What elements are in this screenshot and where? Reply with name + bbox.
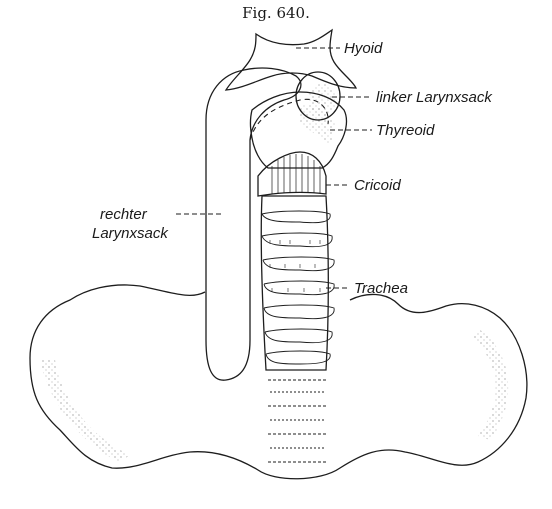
sac-base-stipple-right xyxy=(470,330,508,440)
rechter-larynxsack xyxy=(206,68,301,380)
trachea-rings xyxy=(262,211,334,364)
trachea-lower-rings xyxy=(268,380,328,462)
label-linker-larynxsack: linker Larynxsack xyxy=(376,89,493,106)
figure-title: Fig. 640. xyxy=(0,4,552,22)
label-trachea: Trachea xyxy=(354,280,408,297)
cricoid-hatching xyxy=(272,154,320,194)
label-rechter-line2: Larynxsack xyxy=(92,225,169,242)
cricoid-shape xyxy=(258,152,326,196)
hyoid-shape xyxy=(226,30,356,90)
label-rechter-line1: rechter xyxy=(100,206,148,223)
sac-base-stipple xyxy=(40,360,130,462)
label-thyreoid: Thyreoid xyxy=(376,122,435,139)
label-hyoid: Hyoid xyxy=(344,40,383,57)
label-cricoid: Cricoid xyxy=(354,177,401,194)
